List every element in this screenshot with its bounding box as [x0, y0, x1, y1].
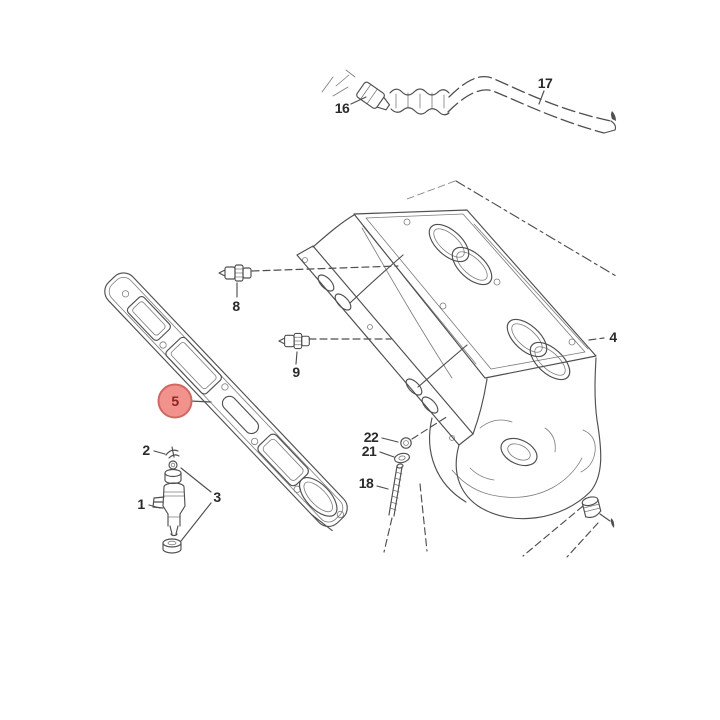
callout-8[interactable]: 8	[232, 298, 240, 314]
manifold-plenum	[429, 357, 602, 520]
callout-2[interactable]: 2	[142, 442, 150, 458]
bracket-sketch	[321, 69, 356, 97]
callout-9[interactable]: 9	[292, 364, 300, 380]
injector-lower-oring	[162, 538, 182, 554]
washer-21	[394, 452, 410, 464]
callout-3[interactable]: 3	[213, 489, 221, 505]
fuel-hose-assembly	[321, 69, 617, 134]
manifold-mounting-flange	[296, 245, 474, 446]
fuel-hose	[447, 76, 617, 134]
callout-1[interactable]: 1	[137, 496, 145, 512]
callout-5[interactable]: 5	[171, 393, 179, 409]
injector-upper-oring	[168, 460, 178, 470]
manifold-runners	[312, 214, 488, 435]
manifold-port-openings	[428, 223, 571, 381]
drain-plug	[581, 496, 602, 519]
intake-manifold	[296, 180, 617, 520]
fuel-injector-assembly	[152, 446, 186, 554]
manifold-gasket	[104, 272, 348, 532]
callout-16[interactable]: 16	[334, 100, 350, 116]
hose-clamp-section	[389, 88, 450, 116]
callout-4[interactable]: 4	[609, 329, 617, 345]
fitting-9	[278, 332, 310, 350]
callout-18[interactable]: 18	[358, 475, 374, 491]
callout-21[interactable]: 21	[361, 443, 377, 459]
nut-22	[400, 437, 412, 449]
stud-18	[388, 463, 404, 517]
gasket-end-tab	[310, 513, 333, 532]
fuel-injector-body	[152, 482, 186, 537]
truncated-glyph-mark	[610, 518, 615, 528]
manifold-bolt-holes	[403, 218, 576, 346]
construction-lines	[383, 415, 599, 558]
fitting-8	[218, 264, 252, 282]
callout-17[interactable]: 17	[537, 75, 553, 91]
highlight-circle[interactable]	[157, 383, 193, 419]
gasket-bolt-holes	[121, 290, 345, 519]
injector-seal	[164, 468, 182, 485]
injector-retainer-clip	[165, 446, 180, 459]
callout-22[interactable]: 22	[363, 429, 379, 445]
construction-wedge-line	[455, 180, 617, 277]
hose-end-fitting	[356, 81, 391, 111]
leader-lines	[148, 90, 611, 542]
manifold-top-face	[353, 209, 597, 379]
